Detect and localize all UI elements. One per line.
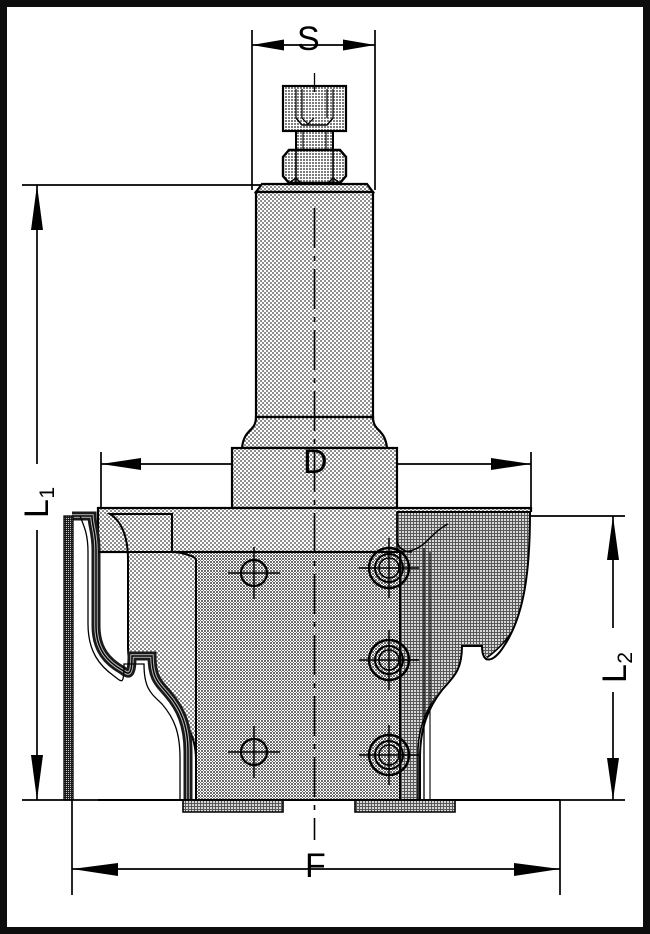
l1-subscript: 1 — [36, 486, 60, 499]
screw-hole-group — [228, 538, 419, 785]
l1-base: L — [18, 499, 56, 518]
dimension-l1 — [22, 184, 262, 801]
dimension-label-f: F — [305, 847, 326, 885]
screw-hole-upper-right — [359, 538, 419, 598]
l2-subscript: 2 — [614, 651, 638, 664]
hex-nut — [281, 148, 348, 185]
dimension-s — [251, 30, 376, 190]
cutter-body — [63, 511, 560, 813]
pin-hole-lower-left — [228, 726, 280, 778]
dimension-label-s: S — [297, 20, 320, 58]
dimension-label-l2: L2 — [596, 652, 637, 683]
dimension-label-l1: L1 — [18, 487, 59, 518]
dimension-label-d: D — [303, 443, 328, 481]
pin-hole-upper-left — [228, 547, 280, 599]
clamp-screw-head — [281, 73, 348, 133]
dimension-f — [71, 800, 561, 895]
l2-base: L — [596, 664, 634, 683]
dimension-l2 — [455, 515, 625, 801]
screw-hole-lower-right — [359, 725, 419, 785]
screw-hole-middle-right — [359, 630, 419, 690]
